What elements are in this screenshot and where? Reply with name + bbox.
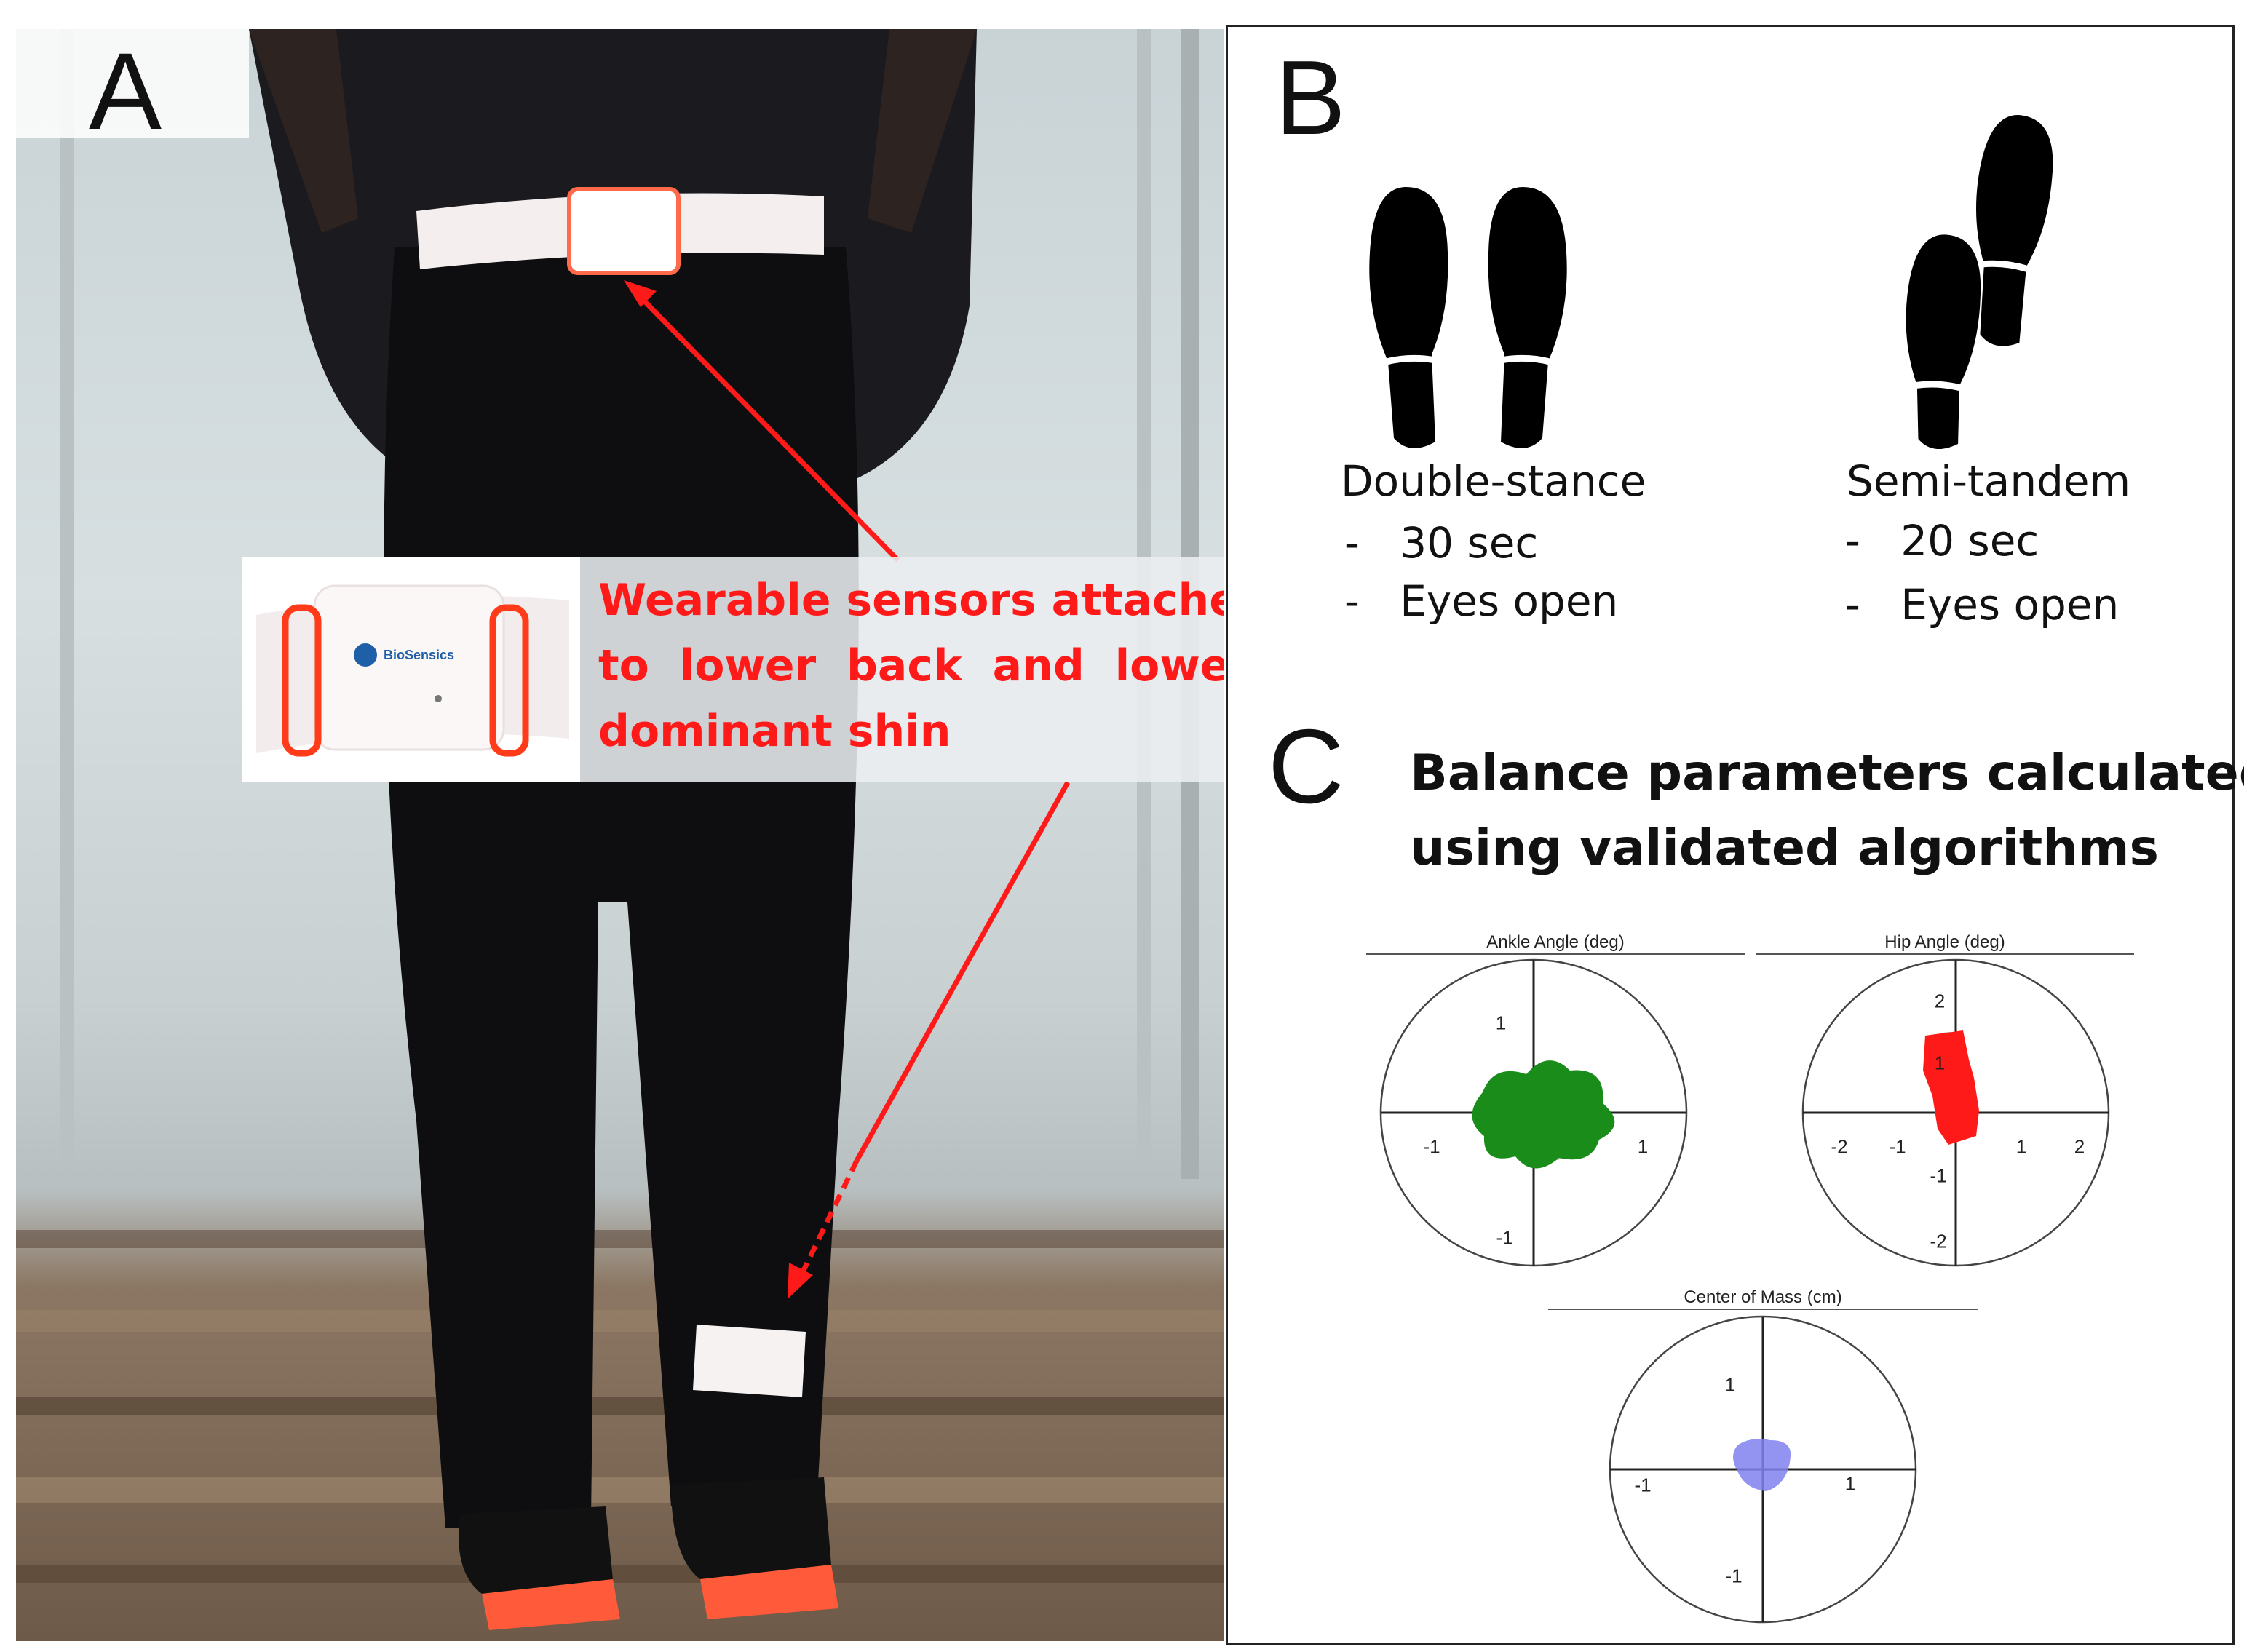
panel-c-balance: C Balance parameters calculated using va… <box>1226 699 2244 1645</box>
sensor-inset-photo: BioSensics <box>242 557 580 782</box>
arrow-to-shin-sensor <box>854 781 1071 1162</box>
panel-c-title-line-1: Balance parameters calculated <box>1410 744 2244 802</box>
hip-sway-area <box>1923 1030 1979 1145</box>
panel-b-stances: B Double-stance - 30 sec - Eyes open Sem… <box>1226 25 2235 702</box>
callout-line-2: to lower back and lower <box>598 640 1224 691</box>
balance-plots <box>1366 953 2134 1624</box>
hip-tick-x-1: 1 <box>2015 1135 2027 1158</box>
double-stance-feet-icon <box>1369 187 1567 448</box>
panel-a-label: A <box>89 30 162 152</box>
panel-b-label: B <box>1275 39 1346 156</box>
com-tick-x-neg: -1 <box>1634 1474 1652 1496</box>
panel-c-title-line-2: using validated algorithms <box>1410 819 2159 877</box>
double-stance-duration: - 30 sec <box>1344 518 1539 568</box>
ankle-tick-x-neg: -1 <box>1423 1135 1440 1158</box>
com-plot-title: Center of Mass (cm) <box>1684 1287 1842 1307</box>
panel-c-label: C <box>1268 707 1344 825</box>
semi-tandem-feet-icon <box>1906 115 2053 449</box>
hip-tick-y-2: 2 <box>1934 990 1946 1012</box>
com-sway-area <box>1733 1439 1791 1491</box>
hip-tick-x-neg2: -2 <box>1831 1135 1848 1158</box>
ankle-tick-y-neg: -1 <box>1496 1226 1513 1249</box>
ankle-sway-area <box>1472 1060 1615 1169</box>
semi-tandem-title: Semi-tandem <box>1847 456 2131 506</box>
semi-tandem-duration: - 20 sec <box>1845 516 2039 565</box>
com-tick-x-pos: 1 <box>1844 1472 1856 1495</box>
hip-tick-x-neg1: -1 <box>1889 1135 1906 1158</box>
hip-tick-y-neg1: -1 <box>1930 1164 1947 1187</box>
sensor-device-icon <box>256 584 569 757</box>
center-of-mass-plot <box>1609 1315 1917 1624</box>
hip-plot-title: Hip Angle (deg) <box>1884 932 2005 952</box>
panel-a-photo: A BioSensics Wearable sensors attached t… <box>16 29 1224 1641</box>
ankle-tick-x-pos: 1 <box>1637 1135 1649 1158</box>
sensor-brand-text: BioSensics <box>384 648 455 662</box>
hip-tick-y-neg2: -2 <box>1930 1230 1947 1252</box>
callout-line-1: Wearable sensors attached <box>598 575 1224 626</box>
callout-box <box>580 557 1224 782</box>
panel-a-label-bg <box>16 29 249 138</box>
arrow-to-back-sensor <box>629 285 900 563</box>
photo-illustration <box>16 29 1224 1630</box>
hip-angle-plot <box>1801 958 2110 1267</box>
com-tick-y-neg: -1 <box>1725 1565 1743 1587</box>
ankle-tick-y-pos: 1 <box>1495 1012 1507 1034</box>
hip-tick-y-1: 1 <box>1934 1052 1946 1074</box>
hip-tick-x-2: 2 <box>2074 1135 2085 1158</box>
com-tick-y-pos: 1 <box>1724 1373 1736 1396</box>
double-stance-title: Double-stance <box>1341 456 1646 506</box>
ankle-plot-title: Ankle Angle (deg) <box>1486 932 1625 952</box>
ankle-angle-plot <box>1379 958 1688 1267</box>
double-stance-eyes: - Eyes open <box>1344 576 1619 626</box>
callout-line-3: dominant shin <box>598 706 951 757</box>
semi-tandem-eyes: - Eyes open <box>1845 580 2120 630</box>
